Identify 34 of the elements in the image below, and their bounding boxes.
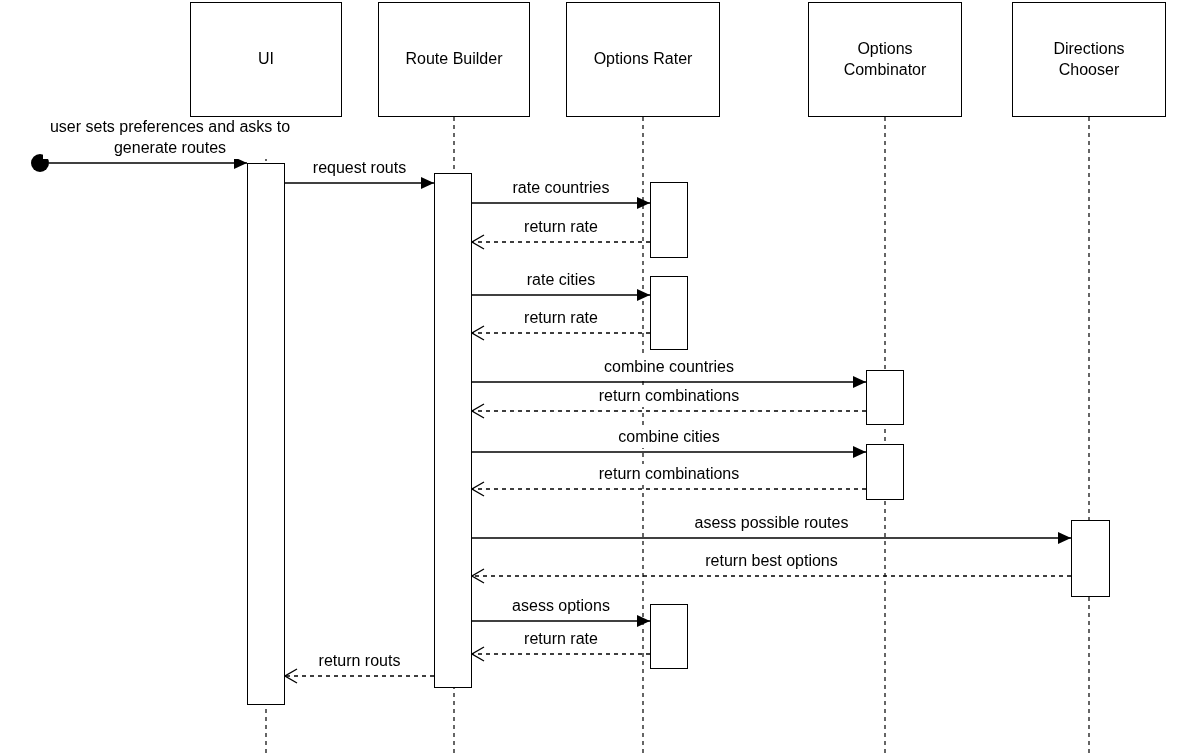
arrow: [471, 197, 651, 209]
arrow: [471, 325, 651, 341]
participant-box: UI: [190, 2, 342, 117]
arrow: [471, 615, 651, 627]
edge-label: asess possible routes: [692, 513, 851, 534]
arrow: [48, 157, 248, 169]
activation-bar: [1071, 520, 1110, 597]
arrow: [284, 668, 435, 684]
edge-label: combine cities: [616, 427, 722, 448]
arrow: [471, 234, 651, 250]
activation-bar: [650, 604, 688, 669]
edge-label: asess options: [510, 596, 612, 617]
arrow: [471, 532, 1072, 544]
arrow: [471, 403, 867, 419]
arrow: [284, 177, 435, 189]
arrow: [471, 376, 867, 388]
activation-bar: [650, 276, 688, 350]
arrow: [471, 481, 867, 497]
activation-bar: [434, 173, 472, 688]
edge-label: return best options: [703, 551, 840, 572]
activation-bar: [866, 370, 904, 425]
activation-bar: [866, 444, 904, 500]
activation-bar: [247, 163, 285, 705]
edge-label: return combinations: [596, 386, 742, 407]
arrow: [471, 568, 1072, 584]
arrow: [471, 646, 651, 662]
edge-label: combine countries: [602, 357, 736, 378]
participant-box: Options Rater: [566, 2, 720, 117]
activation-bar: [650, 182, 688, 258]
participant-box: Options Combinator: [808, 2, 962, 117]
arrow: [471, 289, 651, 301]
participant-box: Route Builder: [378, 2, 530, 117]
participant-box: Directions Chooser: [1012, 2, 1166, 117]
arrow: [471, 446, 867, 458]
